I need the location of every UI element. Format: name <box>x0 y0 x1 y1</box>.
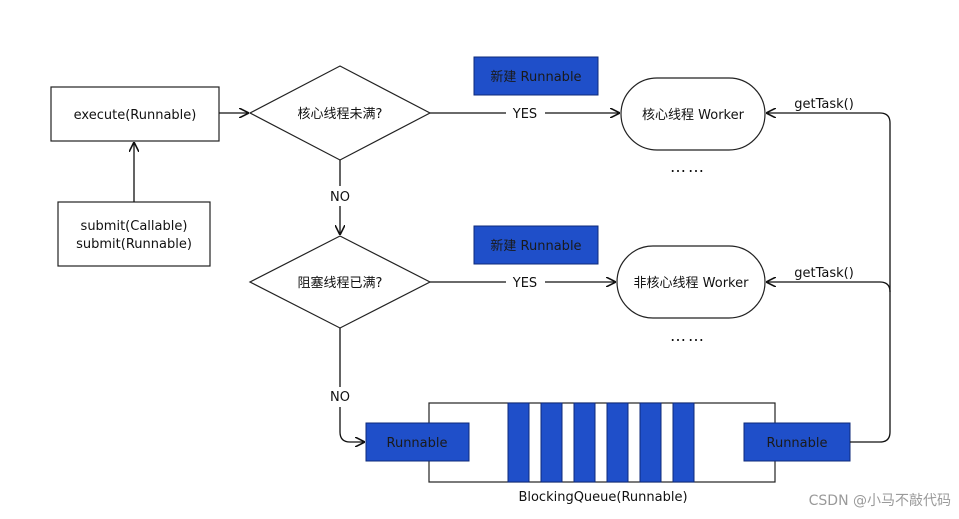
decision-blocking-label: 阻塞线程已满? <box>298 275 383 291</box>
execute-label: execute(Runnable) <box>74 108 197 123</box>
queue-label: BlockingQueue(Runnable) <box>518 490 687 505</box>
core-worker-label: 核心线程 Worker <box>642 108 745 123</box>
ellipsis-bottom: …… <box>670 326 706 345</box>
queue-out-runnable: Runnable <box>743 422 851 462</box>
decision-core-threads: 核心线程未满? <box>248 65 432 161</box>
queue-in-label: Runnable <box>387 436 448 451</box>
new-runnable-top: 新建 Runnable <box>473 56 599 96</box>
new-runnable-bottom-label: 新建 Runnable <box>490 238 581 254</box>
queue-slot <box>507 402 530 483</box>
submit-callable-label: submit(Callable) <box>81 219 188 234</box>
submit-runnable-label: submit(Runnable) <box>76 237 192 252</box>
noncore-worker-label: 非核心线程 Worker <box>634 276 750 291</box>
watermark-text: CSDN @小马不敲代码 <box>809 492 951 509</box>
edge-gettask-bottom <box>767 282 891 293</box>
no-top-label: NO <box>330 190 350 205</box>
queue-slot <box>672 402 695 483</box>
ellipsis-top: …… <box>670 157 706 176</box>
queue-out-label: Runnable <box>767 436 828 451</box>
edge-no-bottom-b <box>339 407 364 442</box>
queue-in-runnable: Runnable <box>365 422 470 462</box>
edge-gettask-top <box>767 113 891 443</box>
gettask-bottom-label: getTask() <box>794 266 854 281</box>
yes-bottom-label: YES <box>512 276 537 291</box>
gettask-top-label: getTask() <box>794 97 854 112</box>
decision-blocking-queue: 阻塞线程已满? <box>248 235 432 329</box>
queue-slot <box>606 402 629 483</box>
blocking-queue: BlockingQueue(Runnable) <box>428 402 776 505</box>
yes-top-label: YES <box>512 107 537 122</box>
decision-core-label: 核心线程未满? <box>298 107 383 122</box>
noncore-worker-node: 非核心线程 Worker <box>616 245 766 319</box>
new-runnable-bottom: 新建 Runnable <box>473 225 599 265</box>
queue-slot <box>573 402 596 483</box>
no-bottom-label: NO <box>330 390 350 405</box>
submit-node: submit(Callable) submit(Runnable) <box>57 201 211 267</box>
queue-slot <box>639 402 662 483</box>
core-worker-node: 核心线程 Worker <box>620 77 766 151</box>
execute-node: execute(Runnable) <box>50 86 220 142</box>
queue-slot <box>540 402 563 483</box>
new-runnable-top-label: 新建 Runnable <box>490 69 581 85</box>
